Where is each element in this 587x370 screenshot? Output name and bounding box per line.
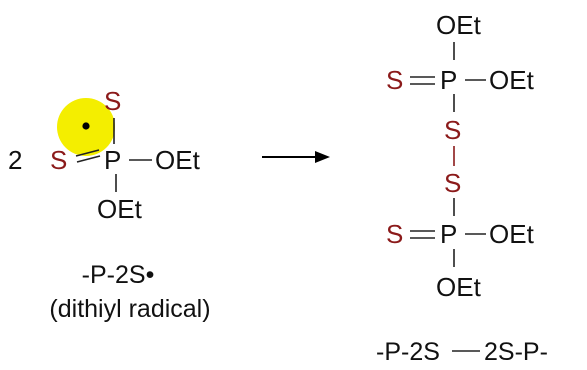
product-bridge-sulfur-2: S [444,168,461,198]
reactant-ethoxy-bottom: OEt [97,194,143,224]
reactant-sulfur-left: S [50,145,67,175]
product-label-left: -P-2S [376,338,440,366]
product-lower-sulfur-double: S [386,219,403,249]
bond-s-left-to-p-2 [76,155,101,163]
reactant-label: -P-2S• [82,261,155,289]
reactant-phosphorus: P [104,145,121,175]
product-lower-ethoxy-right: OEt [489,219,535,249]
reactant-molecule: 2 S S P OEt OEt [8,86,201,224]
bond-s-left-to-p-1 [75,149,100,157]
product-bridge-sulfur-1: S [444,115,461,145]
reaction-arrow-icon [262,151,330,163]
radical-dot-icon [82,122,90,130]
reactant-sublabel: (dithiyl radical) [49,295,210,323]
product-label-right: 2S-P- [484,338,548,366]
product-upper-sulfur-double: S [386,65,403,95]
reactant-coefficient: 2 [8,145,22,175]
product-lower-ethoxy-bottom: OEt [436,272,482,302]
reactant-sulfur-top: S [104,86,121,116]
product-upper-phosphorus: P [440,65,457,95]
product-upper-ethoxy-top: OEt [436,10,482,40]
product-lower-phosphorus: P [440,219,457,249]
product-upper-ethoxy-right: OEt [489,65,535,95]
product-molecule: OEt S P OEt S S S P OEt OEt [386,10,535,302]
reactant-ethoxy-right: OEt [155,145,201,175]
